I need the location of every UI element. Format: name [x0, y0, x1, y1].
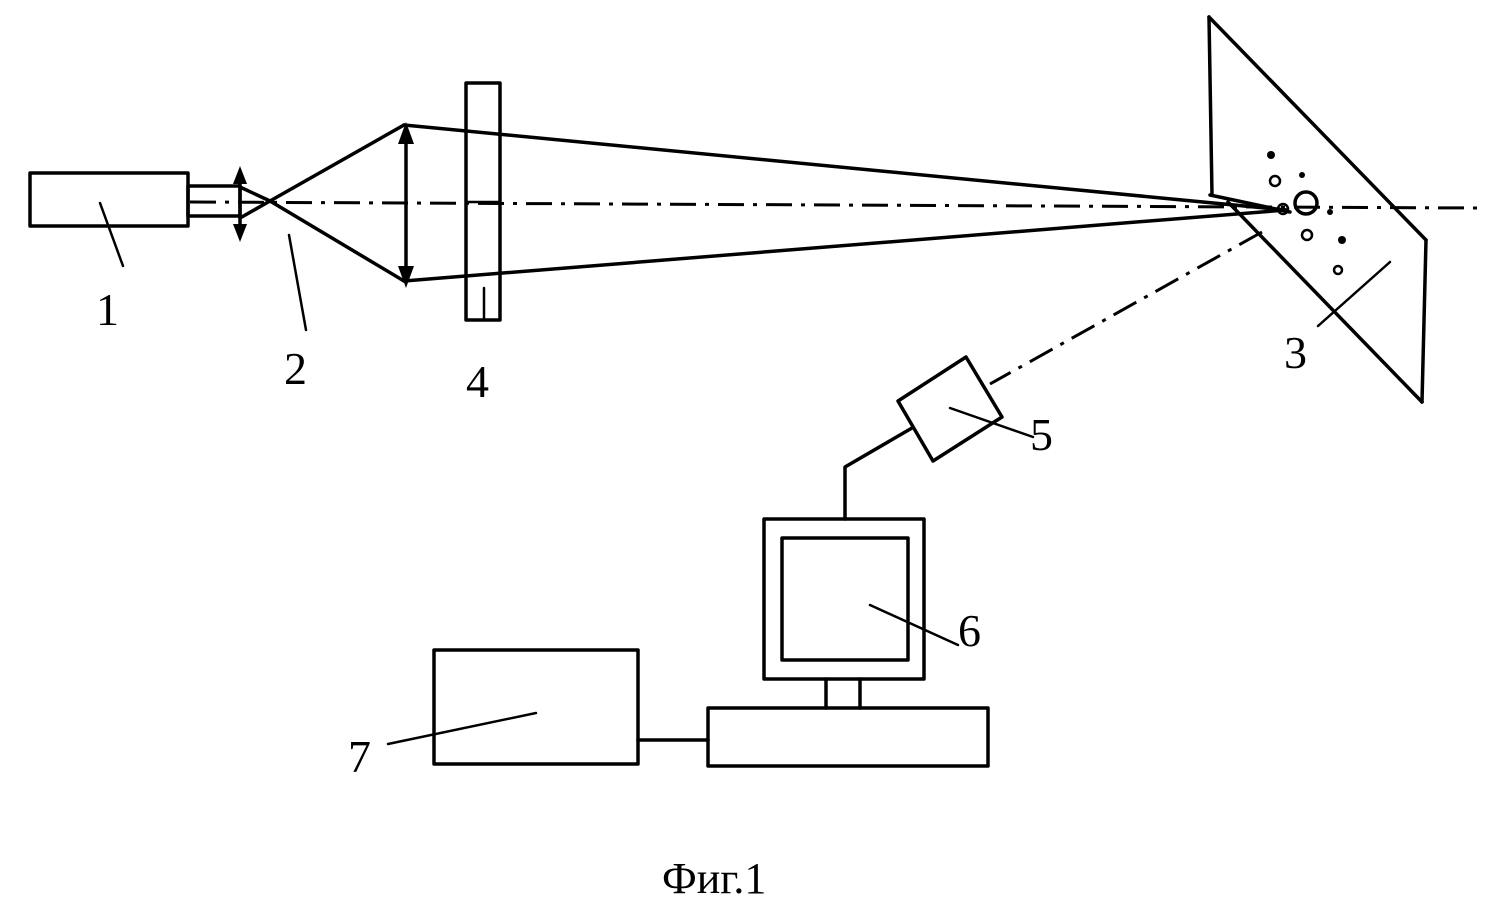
camera-cable [845, 428, 912, 519]
label-camera: 5 [1030, 409, 1053, 460]
camera [898, 357, 1033, 461]
collimating-lens [398, 122, 414, 288]
label-lens: 2 [284, 343, 307, 394]
label-monitor: 6 [958, 605, 981, 656]
computer-monitor [708, 519, 988, 766]
control-block [388, 650, 638, 764]
figure-caption: Фиг.1 [662, 854, 766, 903]
observation-axis [990, 232, 1262, 384]
label-laser: 1 [96, 284, 119, 335]
label-block: 7 [348, 731, 371, 782]
laser-source [30, 173, 240, 266]
target-screen [1209, 17, 1426, 402]
filter-plate [466, 83, 500, 320]
label-screen: 3 [1284, 327, 1307, 378]
label-filter: 4 [466, 356, 489, 407]
